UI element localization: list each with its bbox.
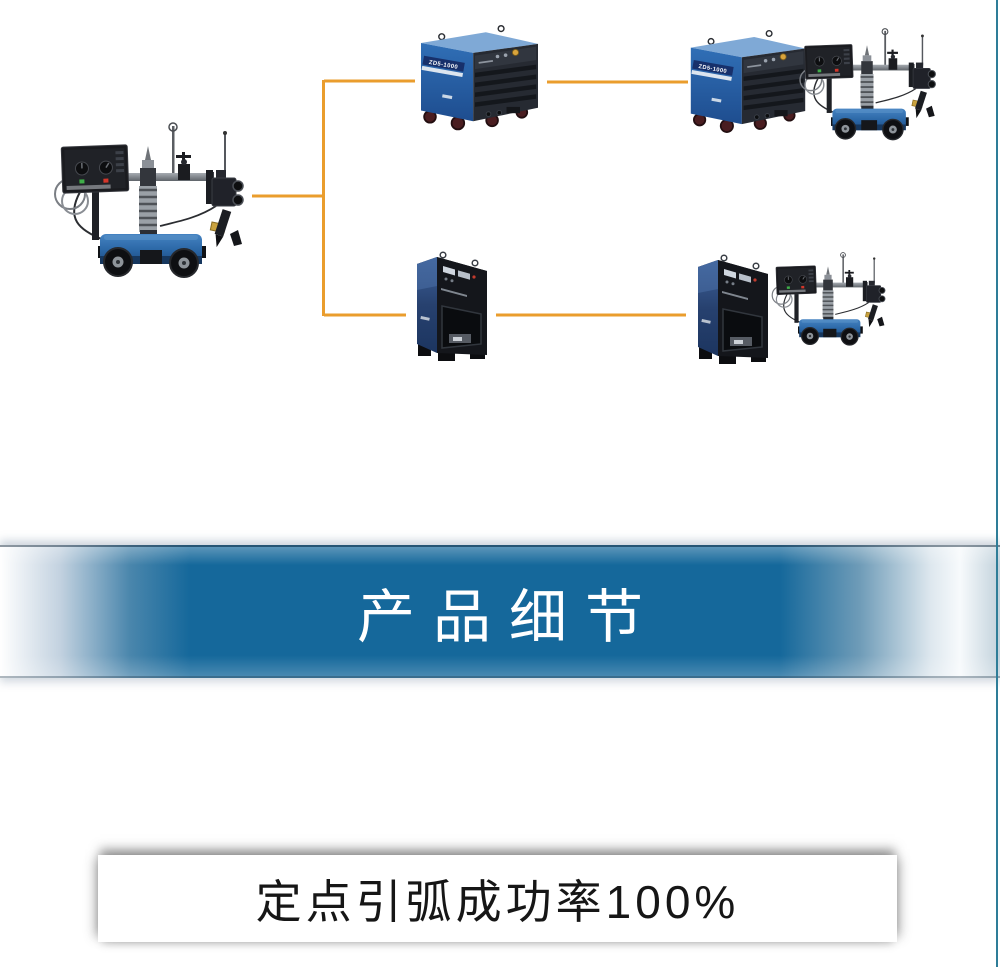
section-title: 产品细节 bbox=[356, 584, 661, 650]
feature-highlight-box: 定点引弧成功率100% bbox=[98, 855, 897, 942]
welding-tractor-main bbox=[53, 121, 245, 279]
blue-power-source-single: ZD5-1000 bbox=[420, 24, 539, 131]
machine-model-label: ZD5-1000 bbox=[698, 64, 728, 75]
section-banner: 产品细节 bbox=[0, 545, 1000, 678]
equipment-combination-diagram: ZD5-1000 ZD5-1000 bbox=[53, 24, 937, 365]
page-right-border bbox=[996, 0, 998, 967]
connector-lines bbox=[252, 79, 688, 317]
machine-model-label: ZD5-1000 bbox=[428, 60, 458, 71]
feature-highlight-text: 定点引弧成功率100% bbox=[255, 875, 740, 928]
welding-tractor-combo-top bbox=[799, 27, 937, 141]
dark-power-source-single bbox=[416, 251, 488, 362]
welding-tractor-combo-bottom bbox=[771, 251, 886, 346]
dark-source-tractor-combo bbox=[697, 251, 886, 365]
machine-label-plate: ZD5-1000 bbox=[421, 55, 465, 78]
blue-source-tractor-combo: ZD5-1000 bbox=[689, 27, 937, 141]
